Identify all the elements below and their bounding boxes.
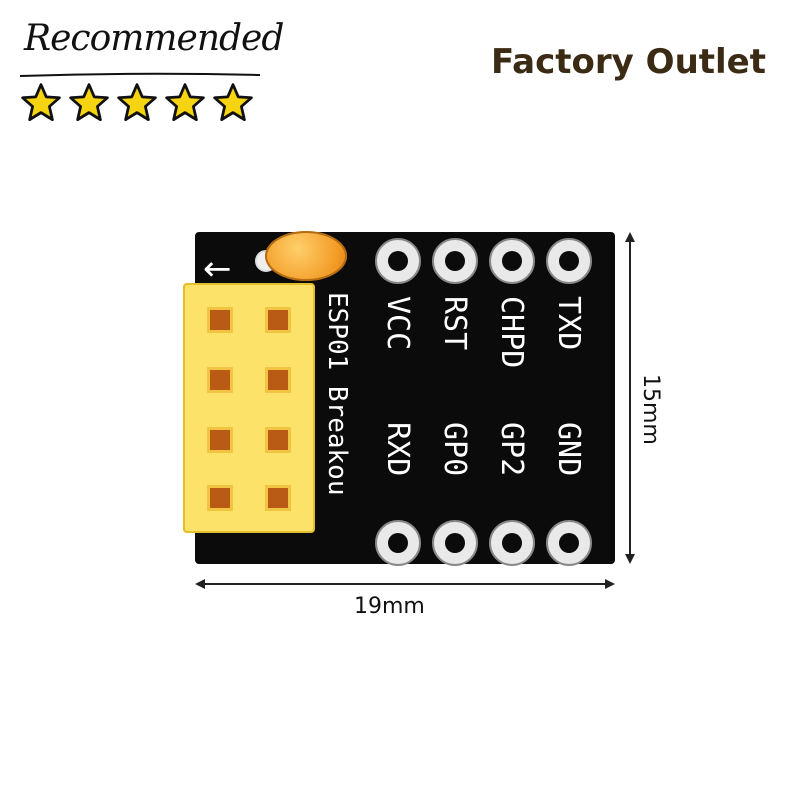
socket-pin <box>265 307 291 333</box>
socket-pin <box>265 485 291 511</box>
badge-underline <box>20 72 260 77</box>
socket-pin <box>207 307 233 333</box>
pin-pad <box>375 238 421 284</box>
height-dimension-line <box>625 232 635 564</box>
star-icon <box>165 83 205 122</box>
star-icon <box>117 83 157 122</box>
pin-pad <box>546 520 592 566</box>
pin-label-chpd: CHPD <box>494 296 529 369</box>
rating-stars <box>20 82 254 124</box>
width-dimension-line <box>195 579 615 589</box>
socket-pin <box>265 427 291 453</box>
pin-label-gp2: GP2 <box>494 422 529 477</box>
pin-pad <box>489 520 535 566</box>
socket-pin <box>207 485 233 511</box>
pin-pad <box>432 520 478 566</box>
socket-pin <box>207 367 233 393</box>
star-icon <box>213 83 253 122</box>
star-icon <box>69 83 109 122</box>
pin-pad <box>375 520 421 566</box>
pin-label-rxd: RXD <box>380 422 415 477</box>
recommended-text: Recommended <box>24 18 284 59</box>
socket-pin <box>265 367 291 393</box>
socket-pin <box>207 427 233 453</box>
store-name: Factory Outlet <box>490 42 766 82</box>
pin-pad <box>432 238 478 284</box>
board-title: ESP01 Breakou <box>322 292 352 496</box>
pin-pad <box>489 238 535 284</box>
height-label: 15mm <box>638 374 663 445</box>
pin-label-vcc: VCC <box>380 296 415 351</box>
pin-label-txd: TXD <box>551 296 586 351</box>
pin-label-gnd: GND <box>551 422 586 477</box>
arrow-left-icon: ← <box>203 249 232 289</box>
pin-label-rst: RST <box>437 296 472 351</box>
pin-pad <box>546 238 592 284</box>
recommended-badge: Recommended <box>14 10 284 124</box>
pin-label-gp0: GP0 <box>437 422 472 477</box>
capacitor <box>265 231 347 281</box>
width-label: 19mm <box>354 594 425 619</box>
star-icon <box>21 83 61 122</box>
female-header-socket <box>183 283 315 533</box>
